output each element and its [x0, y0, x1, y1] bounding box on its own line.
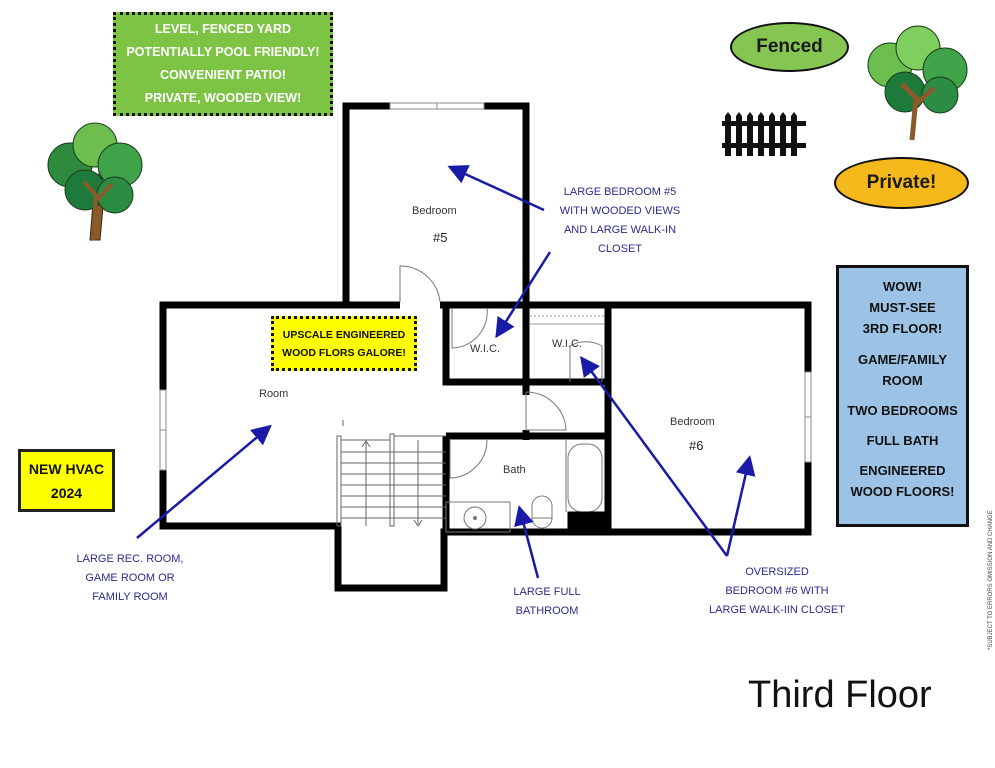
private-badge: Private!	[834, 157, 969, 209]
highlights-item: ENGINEERED	[859, 463, 946, 478]
highlights-heading: MUST-SEE	[869, 300, 936, 315]
bath-label: Bath	[503, 464, 526, 476]
annotation-line: CLOSET	[597, 243, 642, 255]
annotation-arrows	[136, 165, 756, 579]
bedroom-6-label: Bedroom	[670, 416, 715, 428]
fence-icon	[722, 112, 806, 156]
door-swings	[399, 265, 603, 479]
bedroom-5-annotation: LARGE BEDROOM #5 WITH WOODED VIEWS AND L…	[548, 183, 692, 259]
annotation-line: AND LARGE WALK-IN	[563, 224, 677, 236]
annotation-line: WITH WOODED VIEWS	[559, 205, 681, 217]
tree-icon-right	[867, 25, 968, 141]
highlights-item: TWO BEDROOMS	[847, 403, 958, 418]
arrow-wic-2	[580, 355, 729, 557]
floor-title: Third Floor	[748, 674, 932, 716]
annotation-line: LARGE REC. ROOM,	[76, 553, 184, 565]
bedroom-6-number: #6	[689, 438, 704, 453]
wood-floors-line: WOOD FLORS GALORE!	[282, 346, 406, 359]
wood-floors-box: UPSCALE ENGINEERED WOOD FLORS GALORE!	[271, 316, 417, 371]
annotation-line: LARGE FULL	[513, 586, 581, 598]
yard-feature-line: CONVENIENT PATIO!	[160, 68, 286, 82]
annotation-line: GAME ROOM OR	[85, 572, 175, 584]
highlights-heading: 3RD FLOOR!	[862, 321, 943, 336]
highlights-heading: WOW!	[883, 279, 922, 294]
arrow-wic-1	[495, 251, 552, 339]
hvac-box: NEW HVAC 2024	[18, 449, 115, 512]
disclaimer: *SUBJECT TO ERRORS OMISSION AND CHANGE	[976, 510, 994, 650]
highlights-item: GAME/FAMILY	[857, 352, 948, 367]
highlights-box: WOW! MUST-SEE 3RD FLOOR! GAME/FAMILY ROO…	[836, 265, 969, 527]
hvac-line: NEW HVAC	[28, 460, 105, 477]
bedroom-5-number: #5	[433, 230, 448, 245]
window-right	[804, 371, 812, 463]
room-label: Room	[259, 388, 289, 400]
tree-icon-left	[47, 122, 143, 241]
arrow-bedroom-5	[447, 165, 545, 212]
wood-floors-line: UPSCALE ENGINEERED	[282, 328, 406, 341]
bath-fixtures	[445, 440, 609, 533]
highlights-item: ROOM	[882, 373, 923, 388]
annotation-line: LARGE WALK-IIN CLOSET	[709, 604, 845, 616]
annotation-line: BEDROOM #6 WITH	[725, 585, 829, 597]
rec-room-annotation: LARGE REC. ROOM, GAME ROOM OR FAMILY ROO…	[60, 550, 200, 607]
fenced-badge: Fenced	[730, 22, 849, 72]
bath-annotation: LARGE FULL BATHROOM	[500, 583, 594, 621]
arrow-rec-room	[136, 424, 272, 539]
annotation-line: LARGE BEDROOM #5	[563, 186, 677, 198]
bedroom-5-walls	[342, 102, 530, 304]
highlights-item: WOOD FLOORS!	[850, 484, 955, 499]
annotation-line: FAMILY ROOM	[92, 591, 168, 603]
closet-shelf	[530, 315, 604, 325]
window-bedroom-5	[389, 102, 485, 110]
disclaimer-text: *SUBJECT TO ERRORS OMISSION AND CHANGE	[988, 510, 994, 650]
arrow-bedroom-6	[725, 455, 756, 557]
window-left	[159, 389, 167, 471]
bedroom-5-label: Bedroom	[412, 205, 457, 217]
highlights-item: FULL BATH	[866, 433, 939, 448]
annotation-line: BATHROOM	[515, 605, 579, 617]
yard-feature-line: POTENTIALLY POOL FRIENDLY!	[126, 45, 320, 59]
yard-feature-line: PRIVATE, WOODED VIEW!	[144, 91, 302, 105]
wic-2-label: W.I.C.	[552, 338, 582, 350]
yard-feature-line: LEVEL, FENCED YARD	[154, 22, 292, 36]
wic-1-label: W.I.C.	[470, 343, 500, 355]
arrow-bath	[514, 505, 540, 579]
hvac-year: 2024	[50, 484, 83, 501]
staircase	[336, 420, 446, 527]
bedroom-6-annotation: OVERSIZED BEDROOM #6 WITH LARGE WALK-IIN…	[700, 563, 854, 620]
yard-features-box: LEVEL, FENCED YARD POTENTIALLY POOL FRIE…	[113, 12, 333, 116]
annotation-line: OVERSIZED	[745, 566, 809, 578]
